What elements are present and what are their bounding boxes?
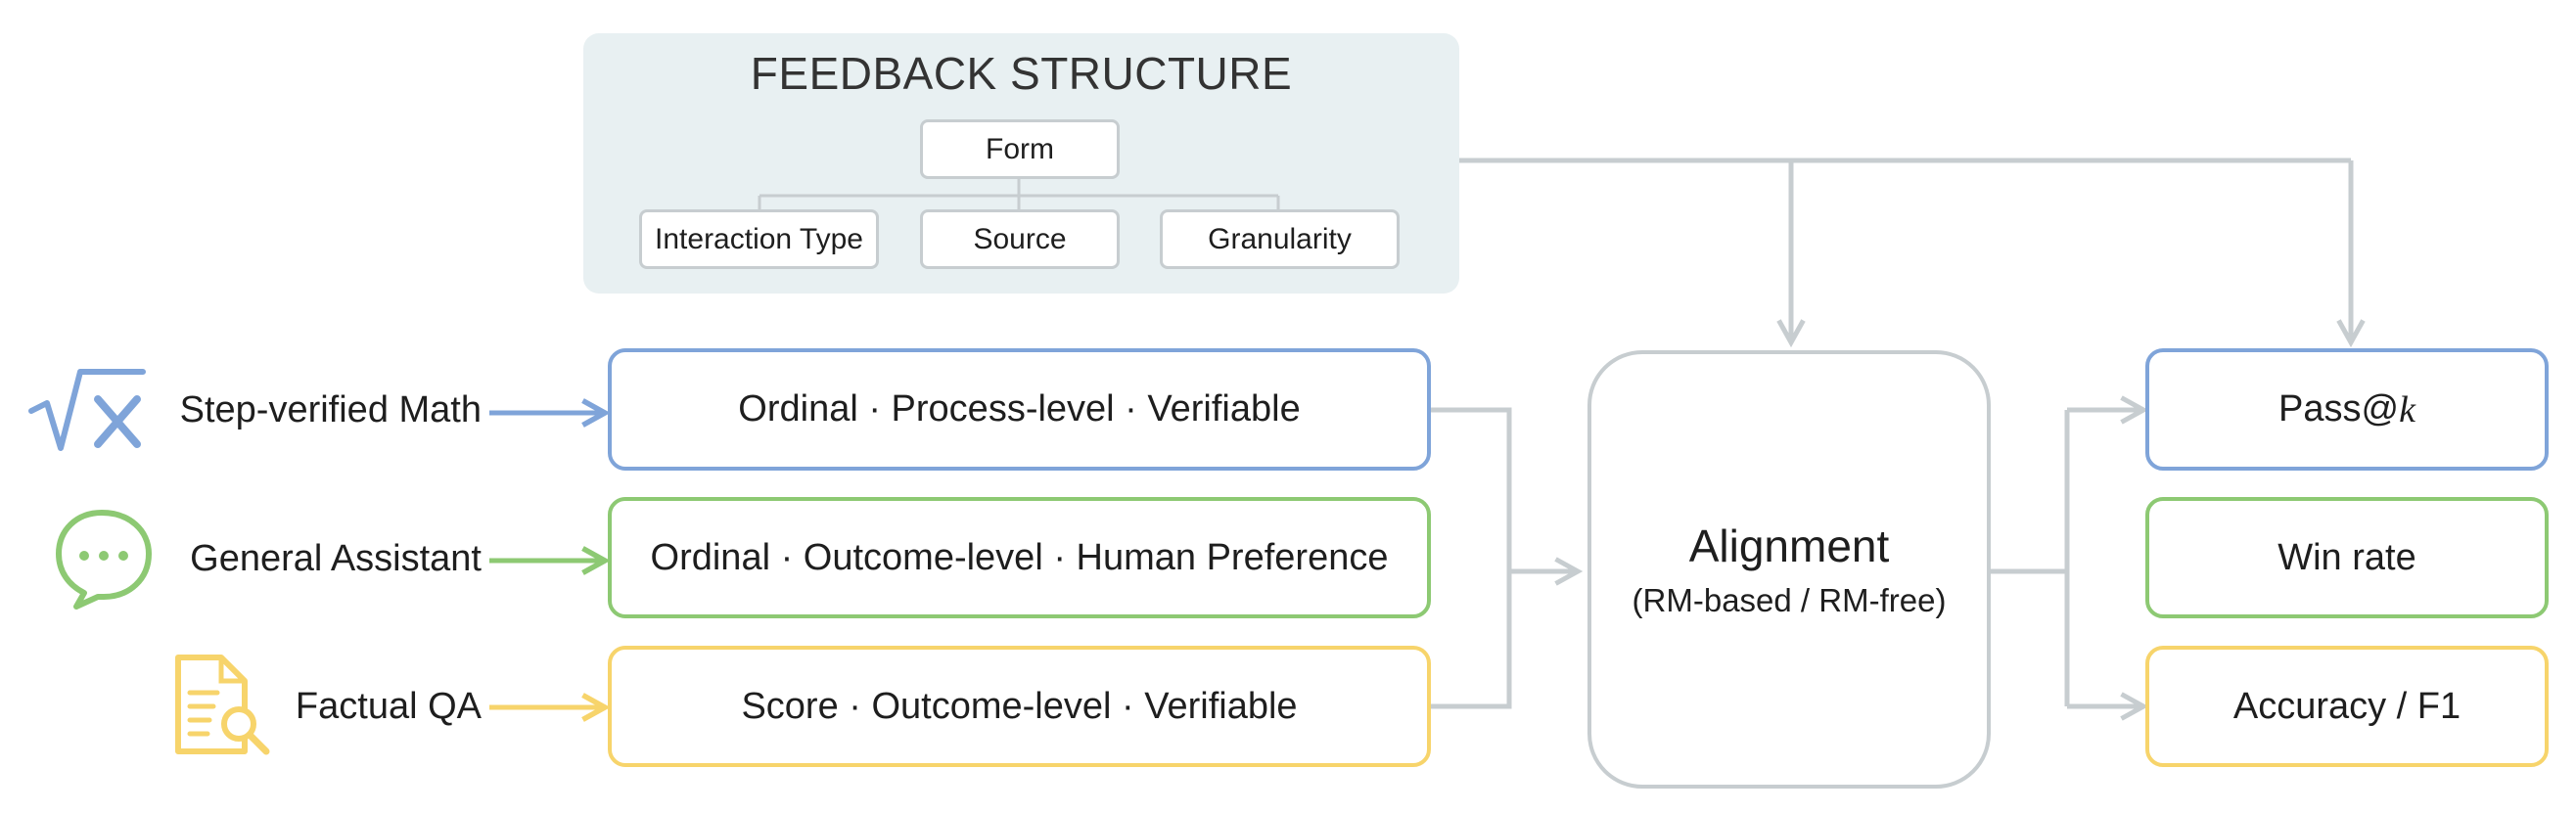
metric-pass-prefix: Pass@ bbox=[2278, 388, 2400, 430]
chat-bubble-icon bbox=[56, 510, 152, 610]
panel-title: FEEDBACK STRUCTURE bbox=[750, 48, 1293, 99]
task-label-assistant: General Assistant bbox=[190, 538, 482, 579]
tree-lines bbox=[758, 179, 1280, 209]
task-label-factual: Factual QA bbox=[295, 686, 482, 727]
metric-pass-var: k bbox=[2399, 388, 2415, 430]
alignment-box: Alignment (RM-based / RM-free) bbox=[1587, 350, 1991, 789]
feedback-box-math: Ordinal · Process-level · Verifiable bbox=[608, 348, 1431, 471]
panel-arrows bbox=[1459, 158, 2351, 342]
alignment-subtitle: (RM-based / RM-free) bbox=[1632, 582, 1947, 618]
tag-granularity: Granularity bbox=[1160, 209, 1400, 269]
feedback-box-factual: Score · Outcome-level · Verifiable bbox=[608, 646, 1431, 767]
metric-box-pass-at-k: Pass@k bbox=[2145, 348, 2549, 471]
tag-source: Source bbox=[920, 209, 1120, 269]
feedback-merge bbox=[1431, 407, 1578, 709]
document-search-icon bbox=[175, 655, 270, 755]
tag-interaction-type: Interaction Type bbox=[639, 209, 879, 269]
alignment-title: Alignment bbox=[1688, 520, 1890, 571]
metric-box-win-rate: Win rate bbox=[2145, 497, 2549, 618]
feedback-box-assistant: Ordinal · Outcome-level · Human Preferen… bbox=[608, 497, 1431, 618]
metric-box-accuracy: Accuracy / F1 bbox=[2145, 646, 2549, 767]
task-label-math: Step-verified Math bbox=[179, 389, 482, 430]
square-root-x-icon bbox=[28, 369, 146, 451]
alignment-split bbox=[1991, 410, 2143, 706]
tag-form: Form bbox=[920, 119, 1120, 179]
